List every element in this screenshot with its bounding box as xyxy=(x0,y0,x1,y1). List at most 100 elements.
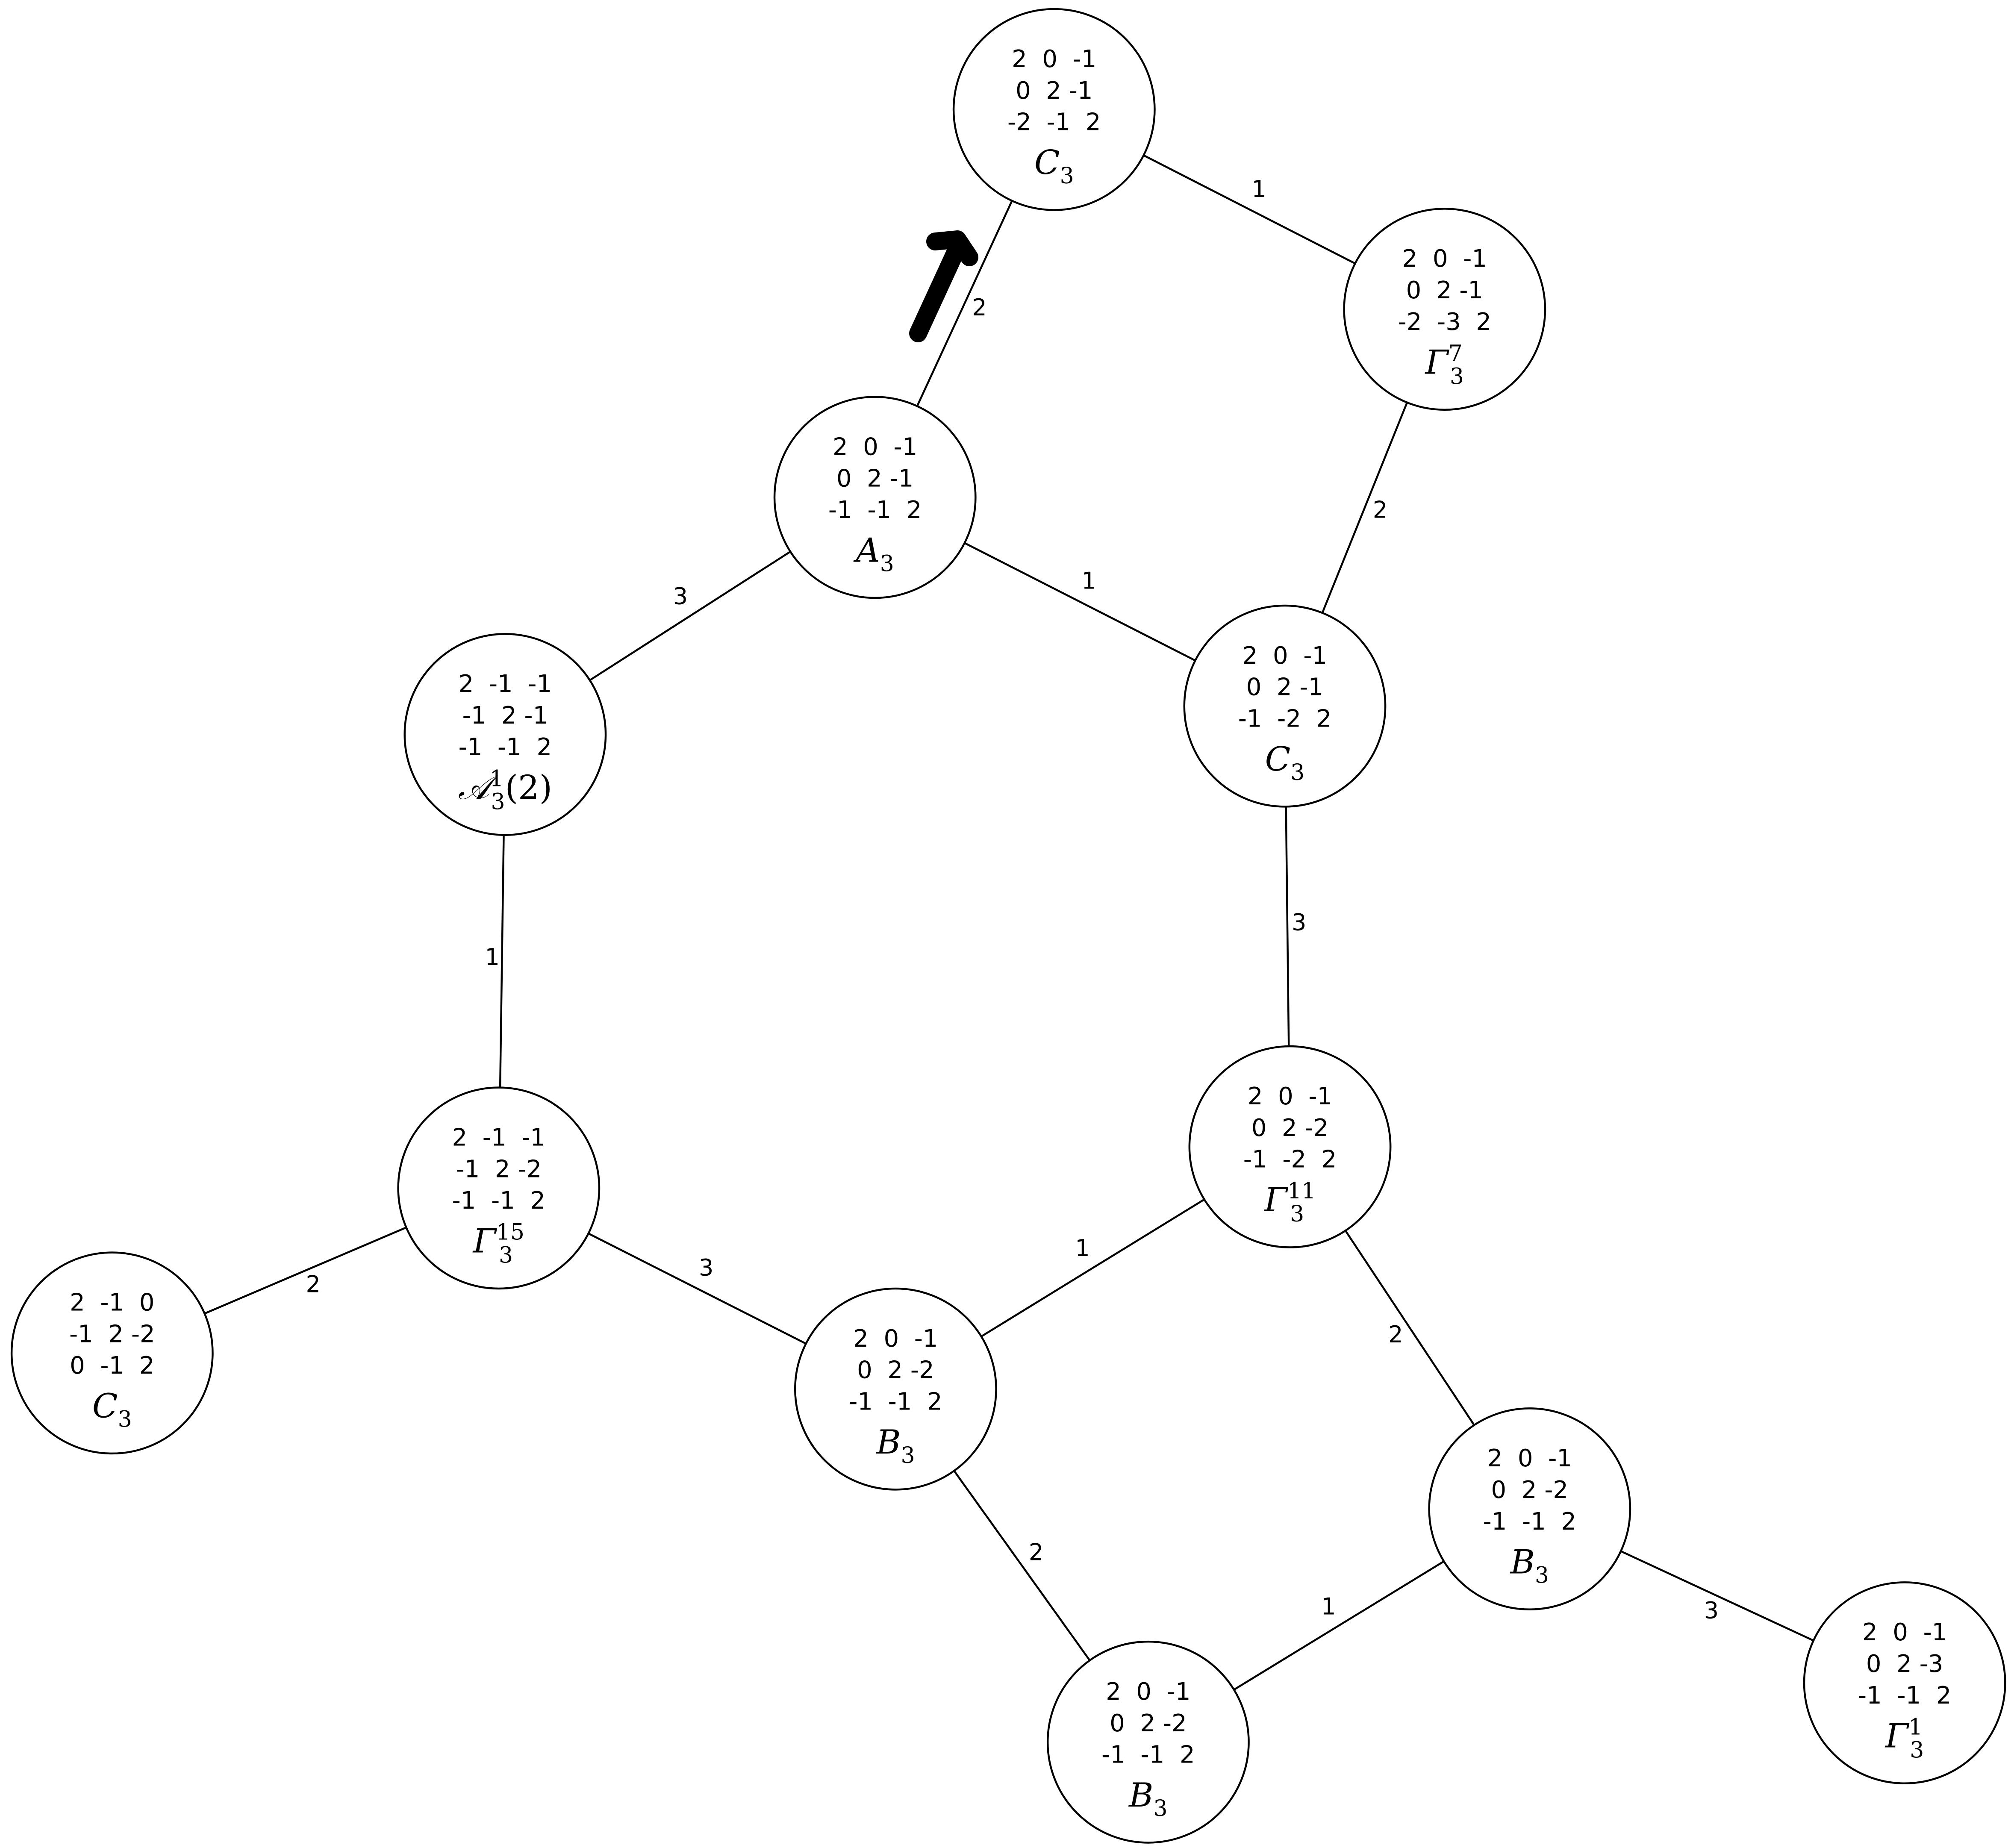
edge-weight-label: 2 xyxy=(1388,1321,1403,1348)
node-circle xyxy=(1343,208,1546,411)
edge-weight-label: 3 xyxy=(699,1254,713,1281)
edge-weight-label: 1 xyxy=(1321,1593,1336,1620)
matrix-row: 2 -1 -1 xyxy=(452,1124,546,1151)
edge-weight-label: 3 xyxy=(1704,1597,1719,1624)
node-circle xyxy=(10,1251,214,1455)
node-label-base: B xyxy=(875,1423,901,1462)
matrix-row: -1 -2 2 xyxy=(1243,1146,1337,1174)
matrix-row: -1 -1 2 xyxy=(849,1388,942,1416)
arrow-head-icon xyxy=(926,230,978,266)
matrix-row: -1 2 -2 xyxy=(456,1155,542,1183)
node-circle xyxy=(952,8,1156,211)
graph-node: 2 -1 0-1 2 -20 -1 2C3 xyxy=(10,1251,214,1455)
edge-weight-label: 1 xyxy=(485,944,500,971)
matrix-row: 2 0 -1 xyxy=(1243,642,1327,670)
node-circle xyxy=(1803,1581,2006,1785)
matrix-row: 2 0 -1 xyxy=(1106,1678,1190,1706)
node-label-superscript: 11 xyxy=(1287,1178,1316,1204)
edge-weight-label: 1 xyxy=(1251,176,1266,203)
node-label-subscript: 3 xyxy=(1290,1201,1304,1227)
matrix-row: -1 2 -2 xyxy=(69,1320,155,1348)
node-label-suffix: (2) xyxy=(505,768,553,807)
matrix-row: -1 -1 2 xyxy=(1101,1741,1195,1769)
matrix-row: -1 -2 2 xyxy=(1238,705,1332,733)
node-circle xyxy=(773,396,977,599)
edge-weight-label: 1 xyxy=(1075,1235,1089,1262)
node-label-subscript: 3 xyxy=(499,1243,513,1268)
node-label-base: Γ xyxy=(1425,343,1450,382)
node-circle xyxy=(1183,604,1387,808)
matrix-row: 2 0 -1 xyxy=(1862,1618,1947,1646)
matrix-row: 2 0 -1 xyxy=(833,433,917,461)
matrix-row: 0 2 -1 xyxy=(1246,674,1324,701)
matrix-row: 2 0 -1 xyxy=(1402,245,1487,273)
node-label-subscript: 3 xyxy=(1910,1737,1924,1763)
matrix-row: 0 -1 2 xyxy=(70,1352,154,1380)
matrix-row: 0 2 -2 xyxy=(857,1357,934,1384)
node-label-superscript: 7 xyxy=(1449,341,1463,366)
node-label-superscript: 15 xyxy=(496,1220,524,1245)
matrix-row: -1 -1 2 xyxy=(452,1187,546,1215)
node-label-base: B xyxy=(1510,1543,1535,1581)
matrix-row: 2 -1 -1 xyxy=(459,670,552,698)
node-label-base: C xyxy=(1265,740,1291,779)
graph-node: 2 0 -1 0 2 -2 -1 -1 2 B3 xyxy=(794,1287,997,1491)
edge-weight-label: 2 xyxy=(306,1271,320,1298)
node-label-base: Γ xyxy=(472,1222,498,1261)
edge-weight-label: 3 xyxy=(673,583,688,610)
matrix-row: 0 2 -1 xyxy=(1016,77,1093,105)
graph-node: 2 0 -1 0 2 -2 -1 -1 2 B3 xyxy=(1428,1407,1631,1610)
matrix-row: 0 2 -2 xyxy=(1491,1476,1569,1504)
matrix-row: -1 -1 2 xyxy=(459,733,552,761)
matrix-row: 2 0 -1 xyxy=(1012,45,1096,73)
node-label-subscript: 3 xyxy=(901,1443,915,1468)
node-circle xyxy=(794,1287,997,1491)
node-label: B3 xyxy=(1128,1776,1167,1822)
node-label-superscript: 1 xyxy=(1908,1714,1923,1740)
matrix-row: 0 2 -2 xyxy=(1110,1710,1187,1737)
matrix-row: -2 -3 2 xyxy=(1398,308,1492,336)
node-label: C3 xyxy=(1265,740,1305,786)
matrix-row: 0 2 -3 xyxy=(1866,1650,1943,1678)
matrix-row: 2 0 -1 xyxy=(1248,1083,1332,1110)
edge-weight-label: 2 xyxy=(972,294,986,321)
bold-arrow-icon xyxy=(909,239,966,342)
matrix-row: -1 -1 2 xyxy=(828,496,922,524)
node-label-subscript: 3 xyxy=(1535,1563,1549,1588)
node-label: B3 xyxy=(875,1423,915,1468)
node-circle xyxy=(397,1086,601,1290)
node-circle xyxy=(1428,1407,1631,1610)
node-label-base: Γ xyxy=(1263,1181,1289,1219)
node-label: C3 xyxy=(92,1387,132,1433)
matrix-row: 2 0 -1 xyxy=(1487,1445,1572,1472)
node-label: C3 xyxy=(1034,144,1074,189)
node-label: B3 xyxy=(1510,1543,1549,1588)
graph-node: 2 0 -1 0 2 -1 -2 -1 2 C3 xyxy=(952,8,1156,211)
matrix-row: -1 2 -1 xyxy=(462,702,548,730)
node-label: A3 xyxy=(853,532,894,577)
matrix-row: 0 2 -1 xyxy=(1406,277,1484,304)
node-label-subscript: 3 xyxy=(118,1407,132,1433)
node-label-subscript: 3 xyxy=(1060,163,1074,189)
node-circle xyxy=(403,633,607,836)
node-circle xyxy=(1046,1640,1250,1844)
matrix-row: 2 0 -1 xyxy=(853,1325,938,1353)
node-label-base: C xyxy=(1034,144,1060,182)
matrix-row: -2 -1 2 xyxy=(1007,109,1101,136)
node-label-base: B xyxy=(1128,1776,1153,1815)
graph-node: 2 0 -1 0 2 -1 -1 -2 2 C3 xyxy=(1183,604,1387,808)
node-label-superscript: 1 xyxy=(489,766,504,792)
matrix-row: -1 -1 2 xyxy=(1483,1508,1577,1536)
